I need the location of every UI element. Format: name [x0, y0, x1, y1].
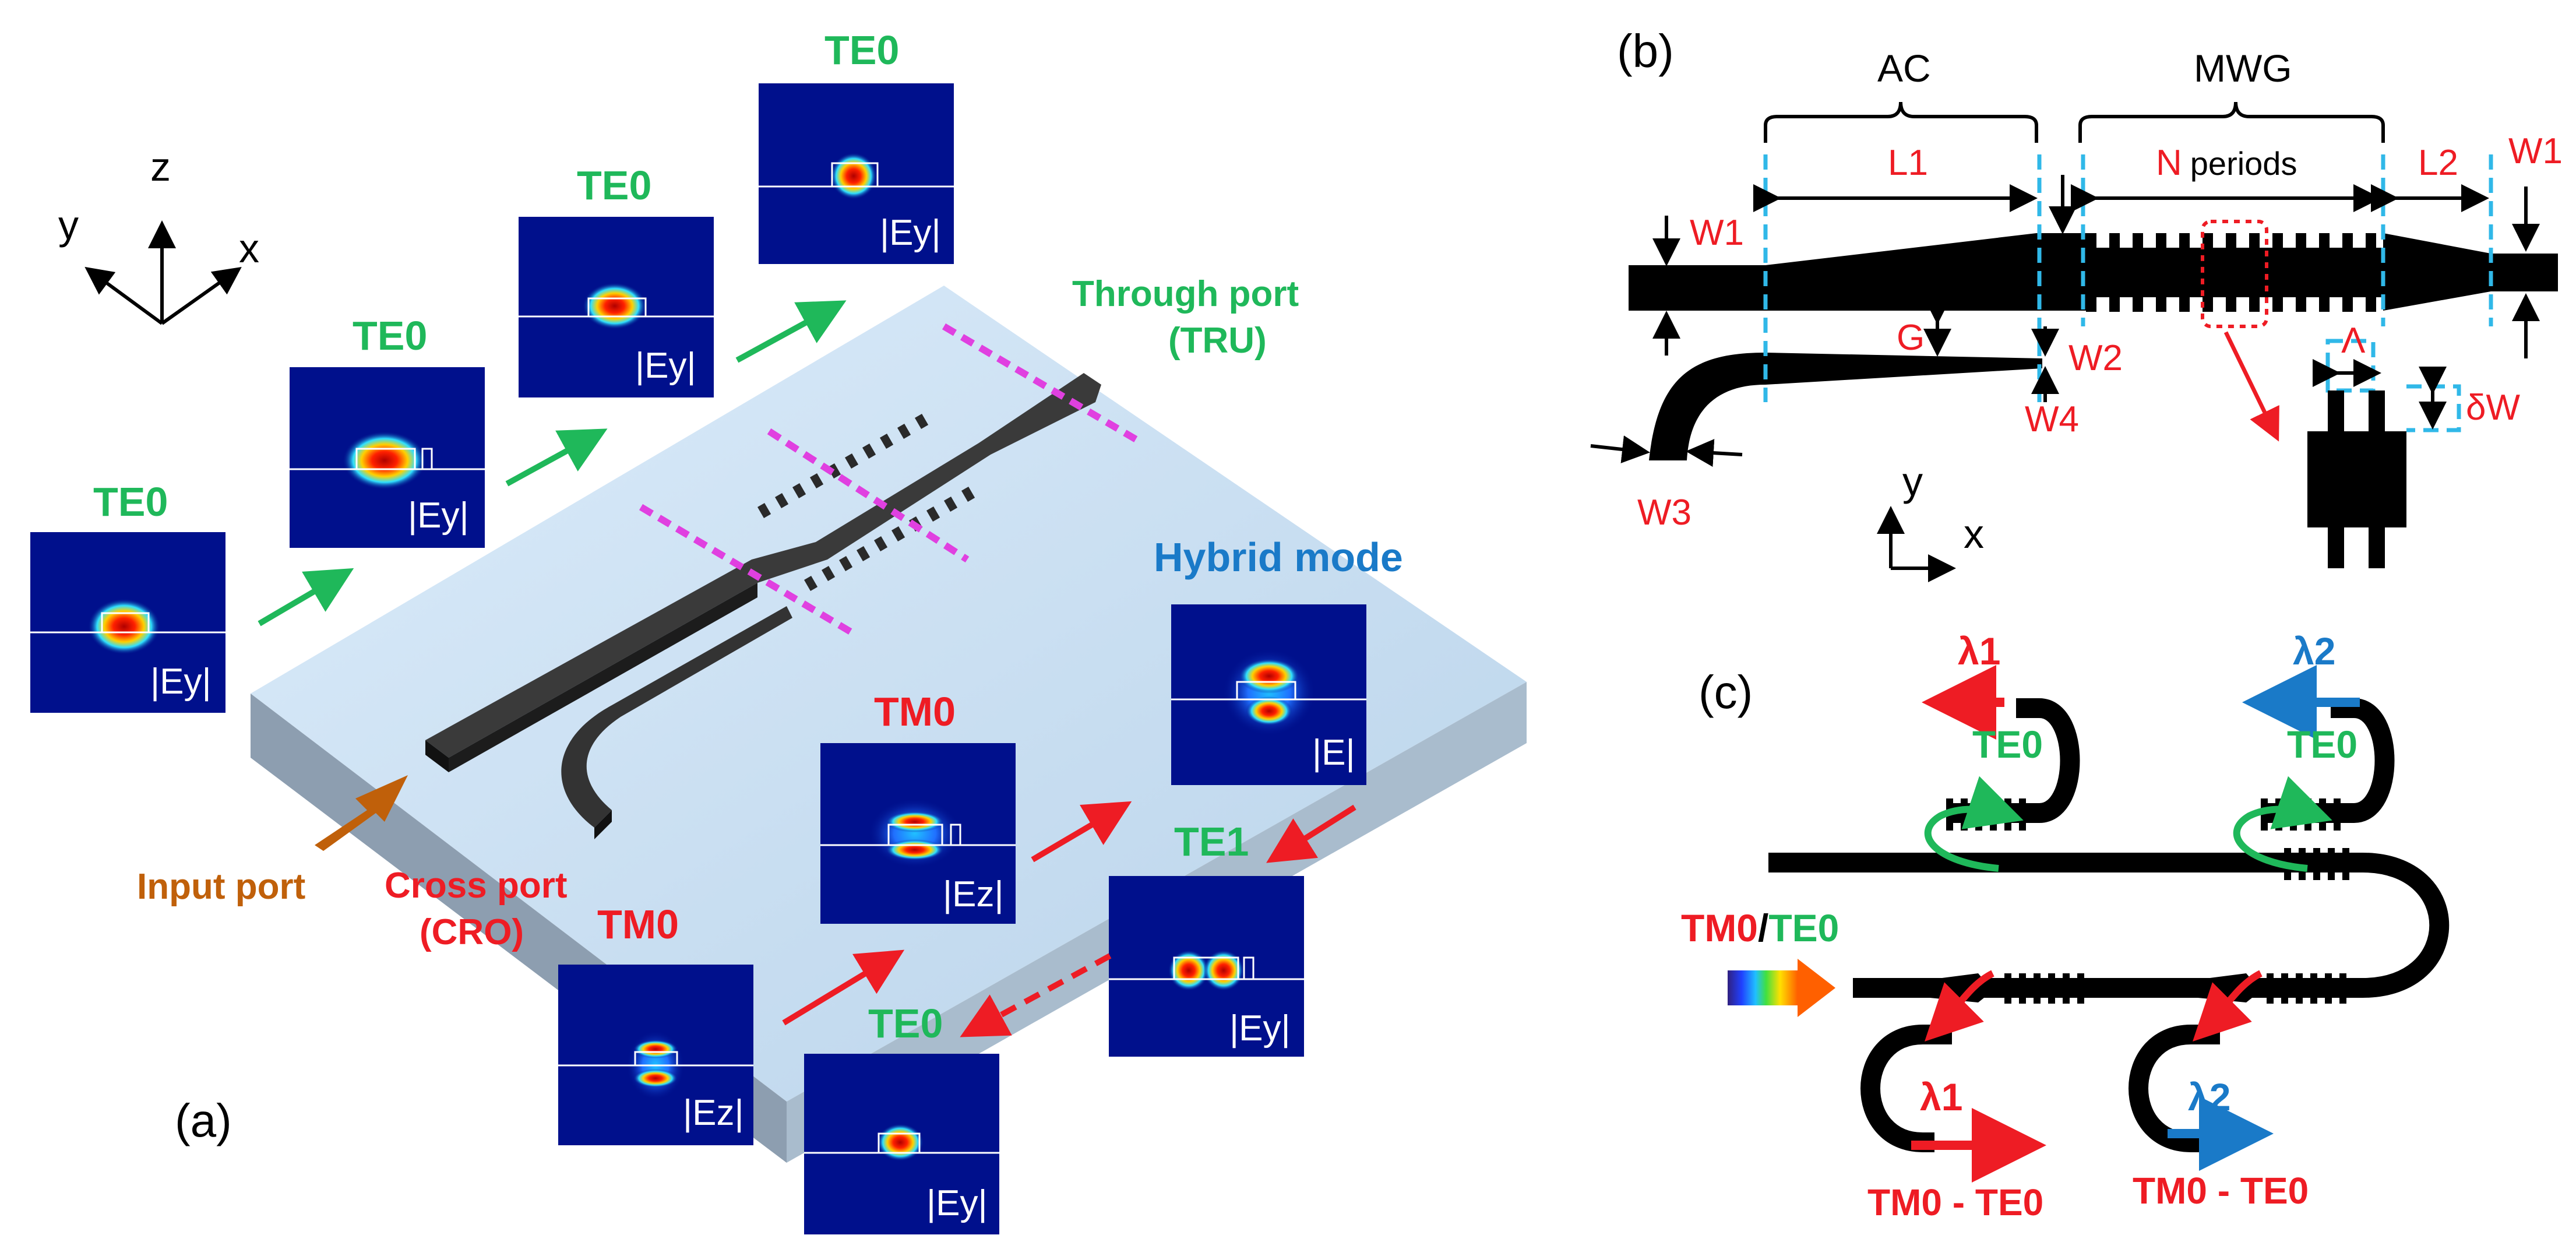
mode-title-tm0: TM0	[874, 689, 956, 734]
output-left-label: TM0 - TE0	[1867, 1181, 2043, 1223]
mode-title-te1: TE1	[1174, 819, 1249, 864]
lambda1-top: λ1	[1958, 629, 2000, 673]
mode-title-te0: TE0	[577, 163, 651, 208]
field-label: |Ey|	[1229, 1008, 1291, 1049]
l1-label: L1	[1888, 143, 1928, 183]
w1-right-label: W1	[2508, 131, 2563, 171]
g-label: G	[1897, 318, 1925, 358]
panel-a: z y x |Ey| TE0 |Ey| TE0 |Ey|	[30, 27, 1527, 1234]
panel-c-label: (c)	[1698, 666, 1753, 718]
mode-title-tm0: TM0	[597, 902, 679, 947]
axis-x-label: x	[1964, 511, 1984, 557]
mode-plot-te0-3: |Ey|	[519, 217, 714, 397]
field-label: |Ey|	[926, 1183, 988, 1223]
input-port-label: Input port	[137, 867, 305, 907]
mode-plot-te0-input: |Ey|	[30, 532, 225, 713]
red-arrows	[782, 801, 1356, 1037]
rainbow-input-arrow	[1728, 959, 1835, 1017]
field-label: |Ez|	[943, 874, 1004, 914]
te0-top-left: TE0	[1972, 723, 2043, 766]
mode-plot-te0-4: |Ey|	[759, 83, 954, 264]
input-te0: TE0	[1768, 906, 1839, 949]
waveguide-schematic	[1629, 233, 2558, 460]
mode-title-hybrid: Hybrid mode	[1154, 534, 1403, 580]
output-right-label: TM0 - TE0	[2133, 1170, 2309, 1212]
red-curved-arrows	[1925, 970, 2263, 1042]
lambda2-top: λ2	[2293, 629, 2335, 673]
zoom-arrow	[2223, 331, 2279, 442]
ac-label: AC	[1877, 47, 1931, 90]
delta-w-label: δW	[2466, 388, 2521, 428]
mode-plot-te0-low: |Ey|	[804, 1054, 999, 1234]
w2-label: W2	[2068, 338, 2123, 378]
field-label: |Ey|	[635, 346, 696, 386]
field-label: |E|	[1312, 733, 1355, 773]
te0-top-right: TE0	[2287, 723, 2357, 766]
mode-plot-hybrid: |E|	[1171, 604, 1366, 785]
w1-left-label: W1	[1690, 213, 1744, 253]
axis-z-label: z	[150, 144, 171, 189]
w4-label: W4	[2025, 399, 2079, 439]
n-label: N	[2156, 143, 2182, 183]
mode-title-te0: TE0	[93, 479, 168, 525]
lambda2-bottom: λ2	[2188, 1075, 2230, 1118]
through-port-abbr: (TRU)	[1168, 321, 1267, 361]
green-arrows	[258, 300, 847, 627]
field-label: |Ey|	[408, 495, 469, 536]
axis-y-label: y	[1902, 459, 1923, 504]
mode-plot-te0-2: |Ey|	[290, 367, 485, 548]
axis-x-label: x	[239, 226, 259, 271]
cut-lines	[639, 323, 1144, 639]
through-port-label: Through port	[1072, 274, 1299, 314]
input-slash: /	[1758, 906, 1768, 949]
panel-c: (c)	[1681, 629, 2450, 1223]
cross-port-label: Cross port	[385, 865, 567, 906]
mode-plot-tm0-low: |Ez|	[558, 965, 753, 1145]
field-label: |Ez|	[683, 1093, 744, 1133]
dimension-arrows	[1590, 175, 2540, 467]
cross-port-abbr: (CRO)	[420, 912, 524, 952]
mwg-label: MWG	[2194, 47, 2292, 90]
panel-a-label: (a)	[175, 1095, 232, 1146]
axes-xyz	[84, 220, 242, 325]
field-label: |Ey|	[150, 662, 212, 702]
l2-label: L2	[2418, 143, 2458, 183]
lambda1-bottom: λ1	[1920, 1075, 1962, 1118]
demux-waveguides	[1768, 698, 2450, 1152]
input-mode-label: TM0/TE0	[1681, 906, 1839, 949]
field-label: |Ey|	[880, 213, 941, 253]
panel-b-label: (b)	[1617, 25, 1674, 77]
input-tm0: TM0	[1681, 906, 1758, 949]
mode-plot-tm0-mid: |Ez|	[820, 743, 1016, 924]
axes-xy	[1877, 506, 1956, 582]
panel-b: (b) AC MWG	[1590, 25, 2563, 582]
periods-label: periods	[2190, 145, 2297, 182]
grating-marks-c	[1888, 798, 2349, 1004]
green-curved-arrows	[1924, 776, 2332, 872]
mode-title-te0: TE0	[824, 27, 899, 73]
mode-plot-te1: |Ey|	[1109, 876, 1304, 1057]
braces	[1764, 101, 2385, 143]
waveguide-3d	[425, 373, 1101, 839]
lambda-period-label: Λ	[2341, 321, 2366, 361]
mode-title-te0: TE0	[353, 313, 427, 358]
output-arrows	[1911, 665, 2360, 1183]
unit-cell-zoom	[2307, 390, 2406, 568]
axis-y-label: y	[58, 202, 79, 248]
zoom-box	[2201, 220, 2268, 328]
input-arrow	[315, 775, 408, 851]
w3-label: W3	[1637, 492, 1692, 533]
mode-title-te0: TE0	[868, 1001, 943, 1046]
